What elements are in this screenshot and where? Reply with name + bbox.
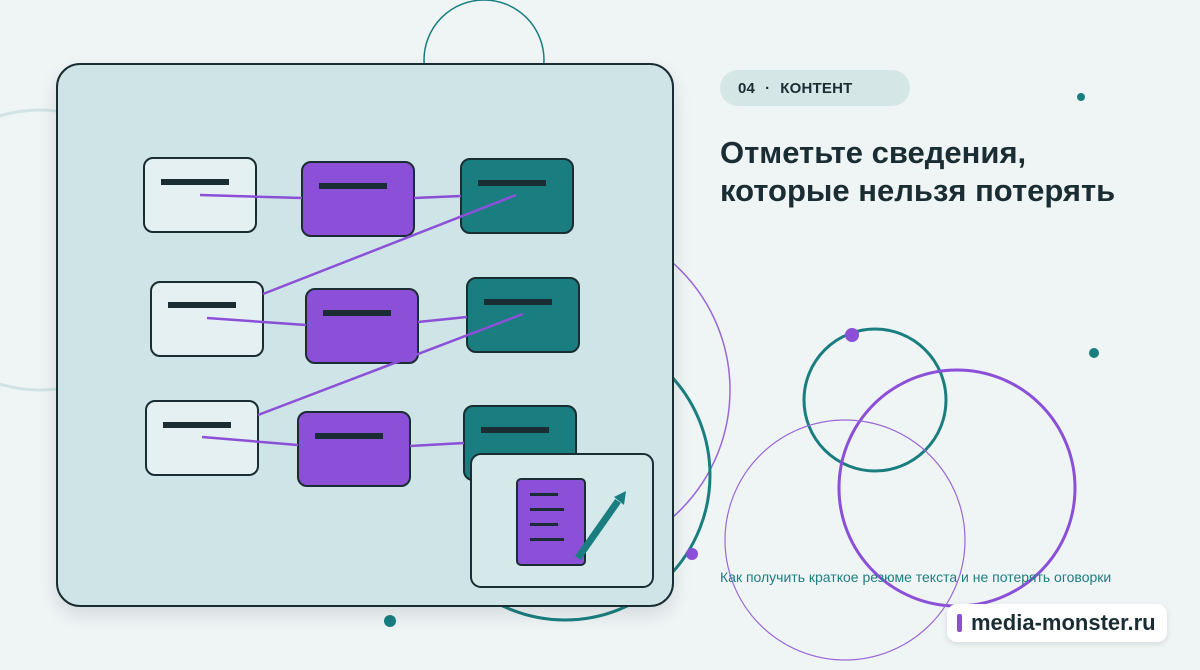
deco-dot [1077,93,1085,101]
illustration-panel [56,63,674,607]
document-icon [516,478,586,566]
section-separator: · [765,79,771,97]
summary-block [297,411,411,487]
section-label: КОНТЕНТ [780,79,853,97]
connector-lines [199,193,524,448]
brand-badge[interactable]: media-monster.ru [947,604,1167,642]
deco-circle [802,327,948,473]
subtitle: Как получить краткое резюме текста и не … [720,569,1112,585]
section-tag: 04 · КОНТЕНТ [720,70,910,106]
deco-circle [724,419,966,661]
title-line: которые нельзя потерять [720,173,1116,208]
section-number: 04 [738,79,756,97]
title-line: Отметьте сведения, [720,135,1027,170]
result-block [460,158,574,234]
deco-dot [686,548,698,560]
flow-diagram [143,157,654,588]
pen-icon [575,491,626,561]
brand-accent-icon [957,614,962,632]
summary-block [305,288,419,364]
page-title: Отметьте сведения, которые нельзя потеря… [720,134,1140,210]
deco-dot [384,615,396,627]
deco-dot [1089,348,1099,358]
summary-block [301,161,415,237]
brand-domain: media-monster.ru [971,610,1156,635]
deco-dot [845,328,859,342]
